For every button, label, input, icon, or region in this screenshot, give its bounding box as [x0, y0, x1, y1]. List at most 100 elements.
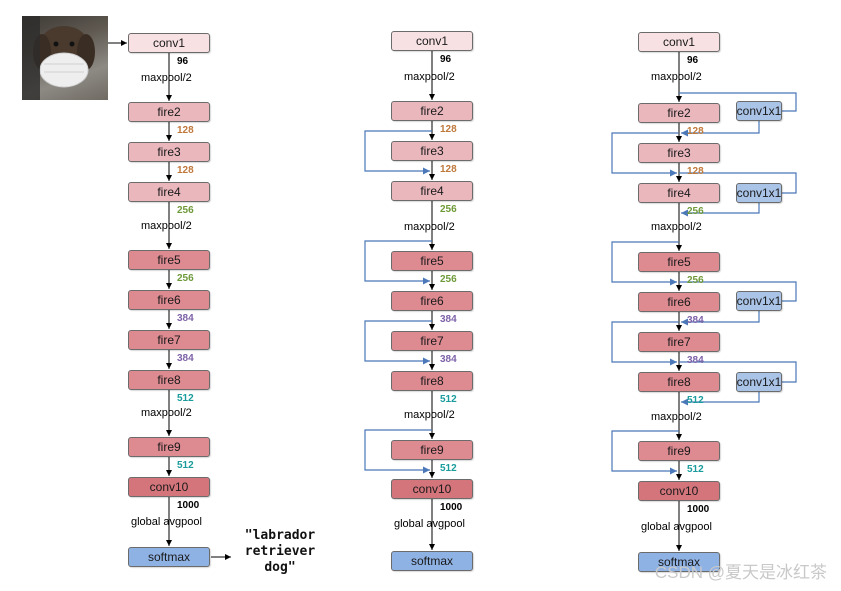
col3-maxpool-label: maxpool/2	[651, 411, 702, 423]
col3-conv1x1-box-4: conv1x1	[736, 372, 782, 392]
col2-bypass-fire5	[364, 240, 432, 285]
col3-conv10-box: conv10	[638, 481, 720, 501]
col1-channels-fire6: 384	[177, 313, 194, 324]
col3-channels-conv1: 96	[687, 55, 699, 66]
col2-channels-conv1: 96	[440, 54, 452, 65]
col2-maxpool-label: maxpool/2	[404, 71, 455, 83]
col2-fire3-box: fire3	[391, 141, 473, 161]
col2-avgpool-label: global avgpool	[394, 518, 465, 530]
col2-fire4-box: fire4	[391, 181, 473, 201]
col3-bypass-fire7	[611, 321, 679, 366]
col3-bypass-fire5	[611, 241, 679, 286]
col3-channels-fire5: 256	[687, 275, 704, 286]
col1-channels-conv1: 96	[177, 56, 189, 67]
col3-channels-conv10: 1000	[687, 504, 710, 515]
col3-fire4-box: fire4	[638, 183, 720, 203]
col2-channels-fire3: 128	[440, 164, 457, 175]
col2-channels-fire8: 512	[440, 394, 457, 405]
col1-channels-conv10: 1000	[177, 500, 200, 511]
col1-channels-fire2: 128	[177, 125, 194, 136]
col3-channels-fire2: 128	[687, 126, 704, 137]
col3-fire7-box: fire7	[638, 332, 720, 352]
col3-conv1x1-box-3: conv1x1	[736, 291, 782, 311]
col3-conv1x1-in-4	[679, 361, 797, 383]
col1-channels-fire7: 384	[177, 353, 194, 364]
col3-channels-fire9: 512	[687, 464, 704, 475]
col1-conv10-box: conv10	[128, 477, 210, 497]
col1-fire6-box: fire6	[128, 290, 210, 310]
col1-channels-fire8: 512	[177, 393, 194, 404]
col2-channels-fire2: 128	[440, 124, 457, 135]
bypass-lines	[364, 92, 797, 475]
col1-fire2-box: fire2	[128, 102, 210, 122]
col1-channels-fire9: 512	[177, 460, 194, 471]
col3-channels-fire3: 128	[687, 166, 704, 177]
col3-channels-fire7: 384	[687, 355, 704, 366]
col3-fire3-box: fire3	[638, 143, 720, 163]
prediction-line-2: retriever	[244, 544, 316, 559]
col2-fire2-box: fire2	[391, 101, 473, 121]
col2-channels-fire9: 512	[440, 463, 457, 474]
col3-conv1x1-in-2	[679, 172, 797, 194]
main-arrows	[108, 40, 682, 560]
col3-bypass-fire9	[611, 430, 679, 475]
col1-channels-fire4: 256	[177, 205, 194, 216]
col3-channels-fire6: 384	[687, 315, 704, 326]
col2-bypass-fire3	[364, 130, 432, 175]
col3-channels-fire8: 512	[687, 395, 704, 406]
col2-fire8-box: fire8	[391, 371, 473, 391]
col2-bypass-fire7	[364, 320, 432, 365]
col3-conv1x1-box-2: conv1x1	[736, 183, 782, 203]
col2-channels-conv10: 1000	[440, 502, 463, 513]
col2-maxpool-label: maxpool/2	[404, 221, 455, 233]
col3-conv1x1-out-1	[681, 121, 760, 137]
col3-avgpool-label: global avgpool	[641, 521, 712, 533]
col2-softmax-box: softmax	[391, 551, 473, 571]
col2-bypass-fire9	[364, 429, 432, 474]
col3-fire9-box: fire9	[638, 441, 720, 461]
prediction-text: "labrador retriever dog"	[228, 528, 332, 576]
dog-photo-drawing	[22, 16, 95, 100]
prediction-line-1: "labrador	[244, 528, 316, 543]
col2-channels-fire5: 256	[440, 274, 457, 285]
col1-avgpool-label: global avgpool	[131, 516, 202, 528]
col1-fire8-box: fire8	[128, 370, 210, 390]
col3-fire8-box: fire8	[638, 372, 720, 392]
col1-channels-fire3: 128	[177, 165, 194, 176]
col3-conv1x1-in-1	[679, 92, 797, 112]
col3-bypass-fire3	[611, 132, 679, 177]
col1-maxpool-label: maxpool/2	[141, 220, 192, 232]
col1-softmax-box: softmax	[128, 547, 210, 567]
col3-fire6-box: fire6	[638, 292, 720, 312]
col3-fire5-box: fire5	[638, 252, 720, 272]
col1-channels-fire5: 256	[177, 273, 194, 284]
col3-channels-fire4: 256	[687, 206, 704, 217]
col1-fire3-box: fire3	[128, 142, 210, 162]
dog-with-mask-photo	[22, 16, 108, 100]
col3-conv1x1-in-3	[679, 281, 797, 302]
col1-conv1-box: conv1	[128, 33, 210, 53]
col1-fire7-box: fire7	[128, 330, 210, 350]
col3-conv1x1-out-4	[681, 392, 760, 406]
col1-fire9-box: fire9	[128, 437, 210, 457]
col3-conv1x1-box-1: conv1x1	[736, 101, 782, 121]
col3-maxpool-label: maxpool/2	[651, 221, 702, 233]
col1-fire4-box: fire4	[128, 182, 210, 202]
col2-conv10-box: conv10	[391, 479, 473, 499]
col3-conv1x1-out-2	[681, 203, 760, 217]
col2-fire6-box: fire6	[391, 291, 473, 311]
col2-fire5-box: fire5	[391, 251, 473, 271]
prediction-line-3: dog"	[264, 560, 296, 575]
col2-channels-fire7: 384	[440, 354, 457, 365]
col2-fire9-box: fire9	[391, 440, 473, 460]
col3-conv1-box: conv1	[638, 32, 720, 52]
watermark: CSDN @夏天是冰红茶	[654, 563, 827, 582]
col2-fire7-box: fire7	[391, 331, 473, 351]
col2-channels-fire6: 384	[440, 314, 457, 325]
col2-conv1-box: conv1	[391, 31, 473, 51]
col2-channels-fire4: 256	[440, 204, 457, 215]
col3-maxpool-label: maxpool/2	[651, 71, 702, 83]
col1-maxpool-label: maxpool/2	[141, 72, 192, 84]
col3-softmax-box: softmax	[638, 552, 720, 572]
